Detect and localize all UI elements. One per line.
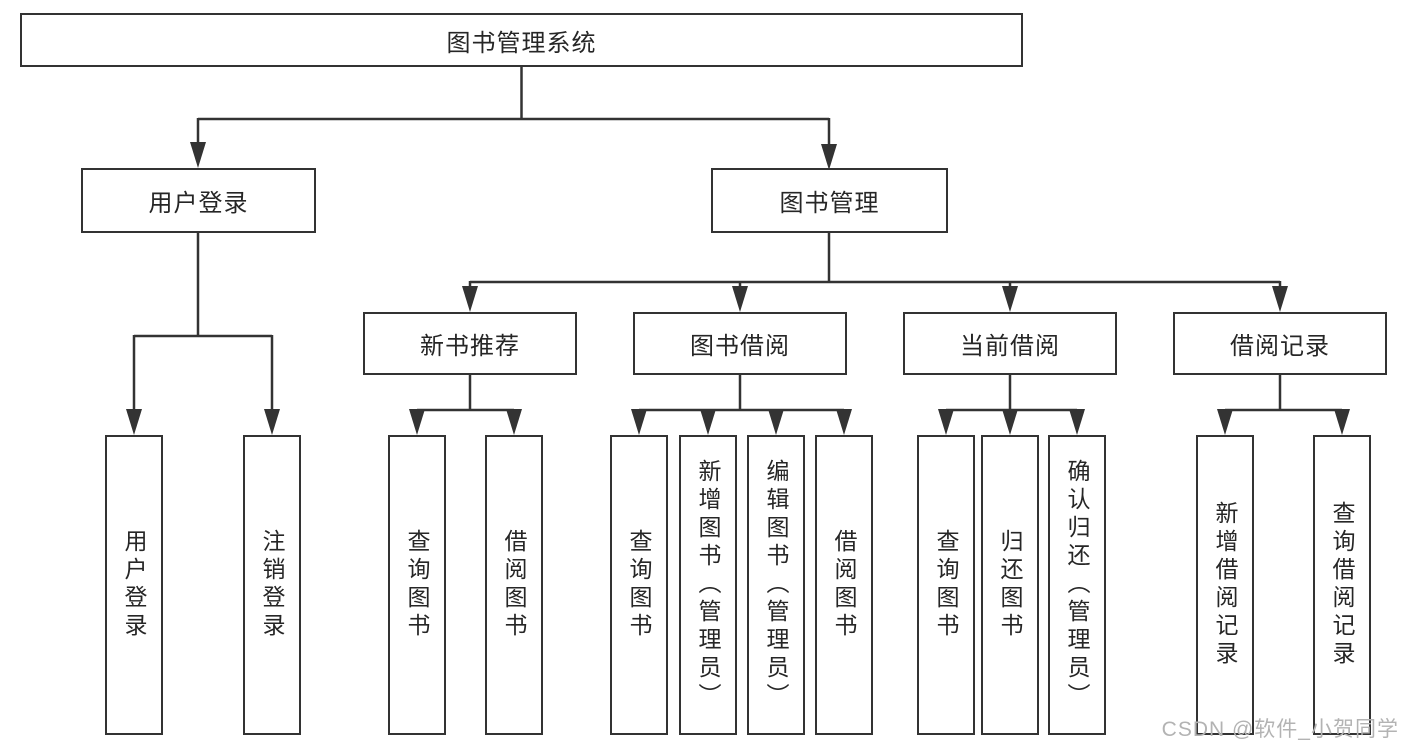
leaf-query-books-recommend: 查询图书 [388,435,446,735]
leaf-add-borrow-record: 新增借阅记录 [1196,435,1254,735]
node-label: 当前借阅 [960,333,1060,360]
node-label: 图书管理 [779,190,880,217]
node-book-borrow: 图书借阅 [633,312,847,375]
node-label: 查询图书 [933,529,959,641]
node-label: 借阅图书 [501,529,527,641]
node-label: 新书推荐 [420,333,520,360]
leaf-query-books-current: 查询图书 [917,435,975,735]
leaf-edit-books-admin: 编辑图书（管理员） [747,435,805,735]
leaf-borrow-books: 借阅图书 [815,435,873,735]
node-new-book-recommend: 新书推荐 [363,312,577,375]
node-root-system: 图书管理系统 [20,13,1023,67]
csdn-watermark: CSDN @软件_小贺同学 [1161,718,1399,741]
node-label: 查询图书 [404,529,430,641]
leaf-add-books-admin: 新增图书（管理员） [679,435,737,735]
node-label: 新增借阅记录 [1212,501,1238,669]
node-label: 查询图书 [626,529,652,641]
node-label: 借阅记录 [1230,333,1330,360]
node-current-borrow: 当前借阅 [903,312,1117,375]
leaf-user-login: 用户登录 [105,435,163,735]
node-label: 图书借阅 [690,333,790,360]
node-user-login-branch: 用户登录 [81,168,316,233]
node-label: 借阅图书 [831,529,857,641]
node-label: 用户登录 [121,529,147,641]
leaf-logout: 注销登录 [243,435,301,735]
node-label: 归还图书 [997,529,1023,641]
leaf-borrow-books-recommend: 借阅图书 [485,435,543,735]
node-label: 查询借阅记录 [1329,501,1355,669]
node-label: 编辑图书（管理员） [763,459,789,711]
node-label: 图书管理系统 [446,29,597,57]
node-book-management-branch: 图书管理 [711,168,948,233]
leaf-query-borrow-record: 查询借阅记录 [1313,435,1371,735]
leaf-query-books-borrow: 查询图书 [610,435,668,735]
leaf-return-books: 归还图书 [981,435,1039,735]
node-label: 新增图书（管理员） [695,459,721,711]
node-label: 注销登录 [259,529,285,641]
node-label: 用户登录 [148,190,249,217]
node-label: 确认归还（管理员） [1064,459,1090,711]
node-borrow-records: 借阅记录 [1173,312,1387,375]
leaf-confirm-return-admin: 确认归还（管理员） [1048,435,1106,735]
